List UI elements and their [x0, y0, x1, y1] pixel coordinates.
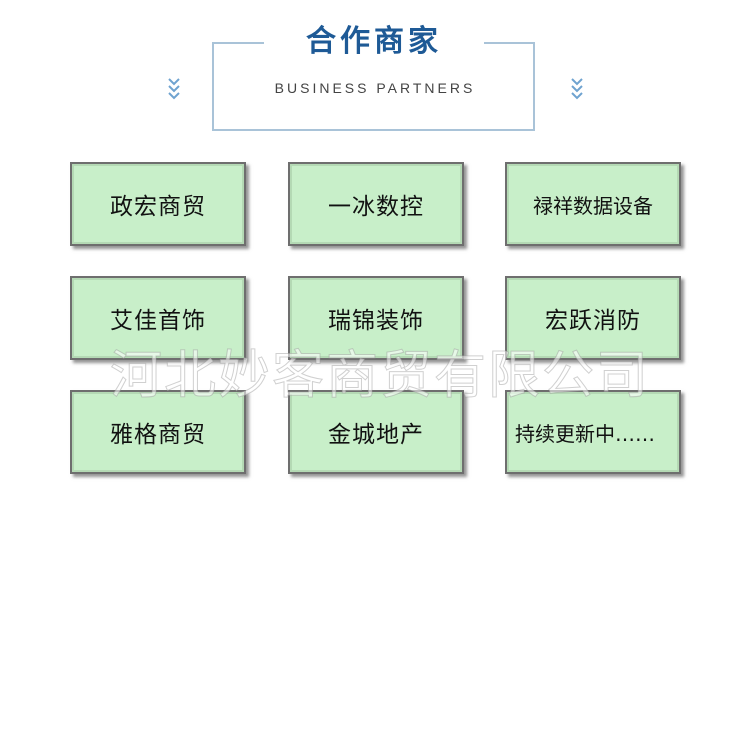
partner-card: 禄祥数据设备 [505, 162, 681, 246]
header-frame-top-left [212, 42, 264, 44]
partner-card: 艾佳首饰 [70, 276, 246, 360]
header-frame-top-right [484, 42, 535, 44]
double-chevron-down-icon [168, 78, 180, 100]
partner-card-updating: 持续更新中…… [505, 390, 681, 474]
section-title: 合作商家 [306, 24, 442, 59]
partner-card: 雅格商贸 [70, 390, 246, 474]
double-chevron-down-icon [571, 78, 583, 100]
section-subtitle: BUSINESS PARTNERS [274, 80, 476, 96]
partner-card: 金城地产 [288, 390, 464, 474]
partner-card: 一冰数控 [288, 162, 464, 246]
partner-card: 政宏商贸 [70, 162, 246, 246]
partner-card: 宏跃消防 [505, 276, 681, 360]
partner-card: 瑞锦装饰 [288, 276, 464, 360]
header-frame [212, 42, 535, 131]
